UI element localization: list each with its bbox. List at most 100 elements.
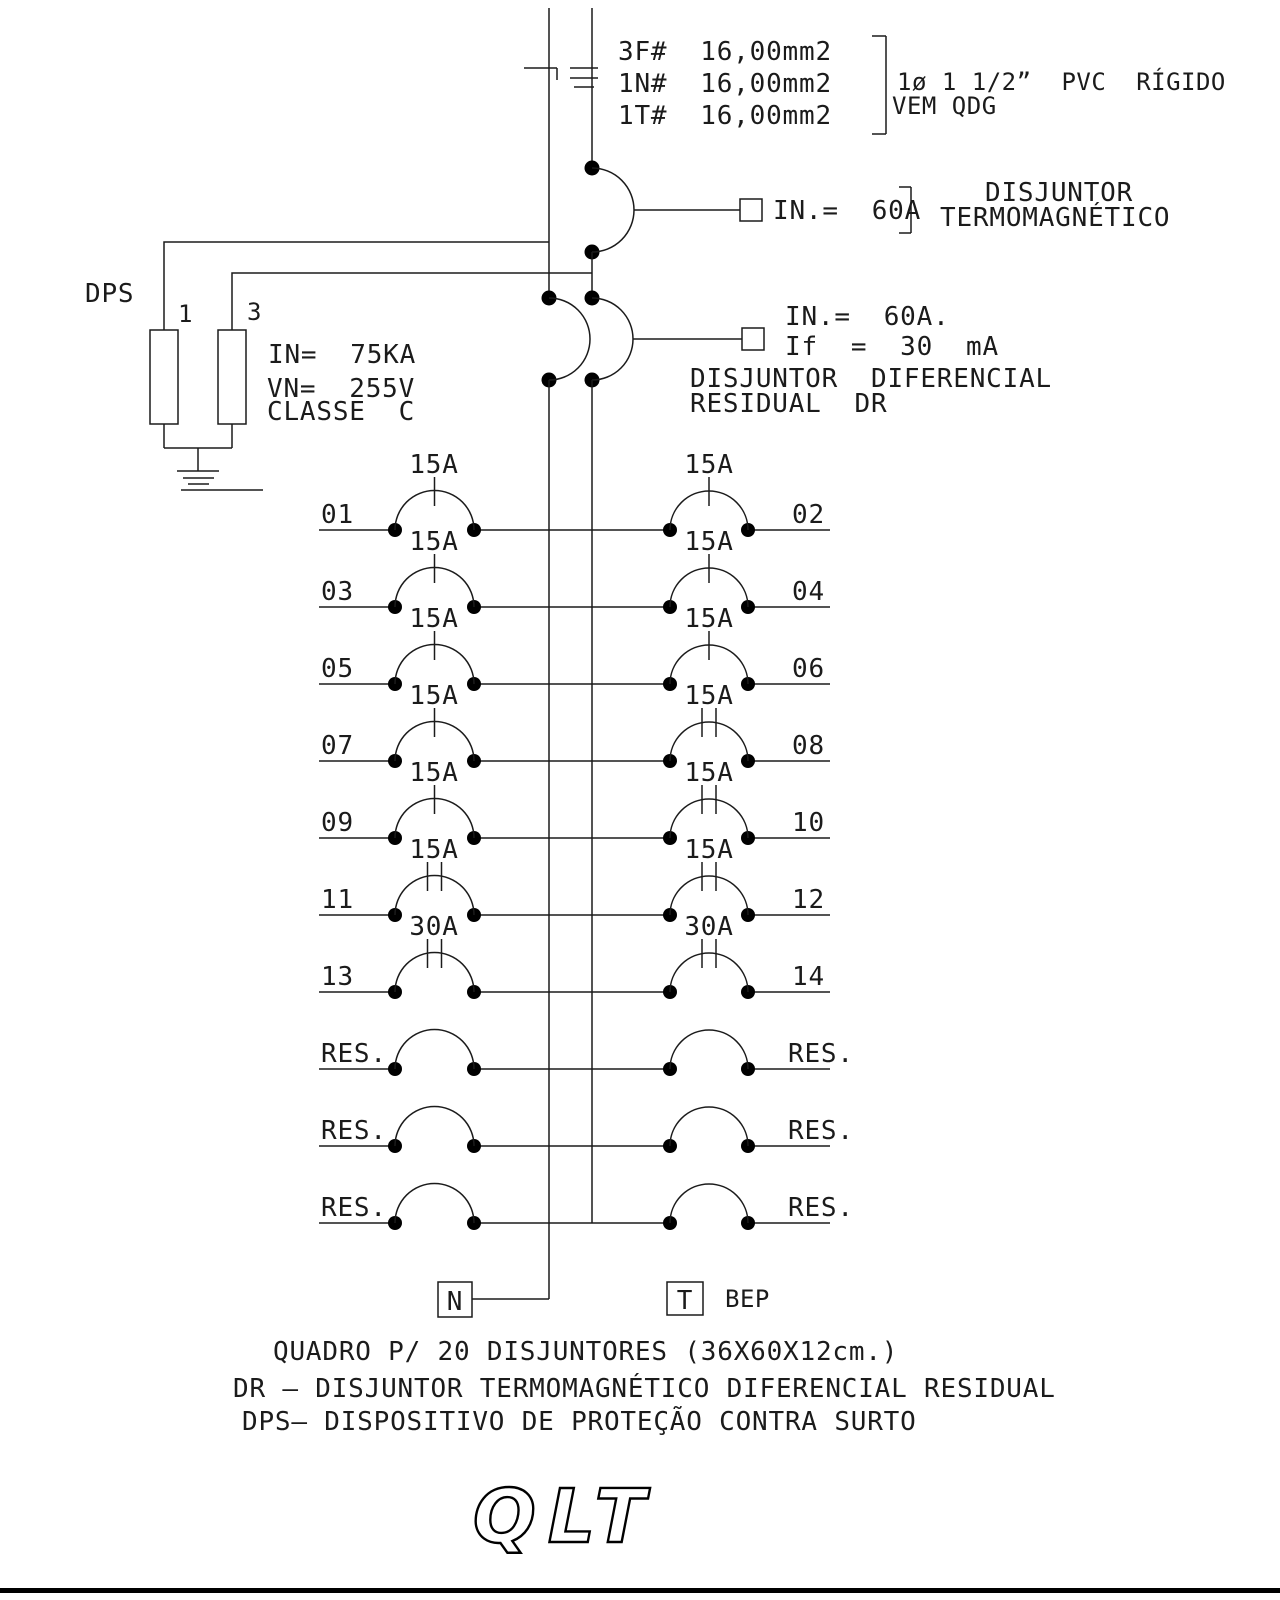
dps-wire-1 <box>163 241 549 330</box>
circuit-label: 11 <box>321 885 354 915</box>
breaker-amp: 15A <box>684 681 733 711</box>
note-dps-legend: DPS– DISPOSITIVO DE PROTEÇÃO CONTRA SURT… <box>242 1405 917 1437</box>
circuit-row: 05 15A 15A 06 <box>319 604 830 691</box>
circuit-row: 03 15A 15A 04 <box>319 527 830 614</box>
earth-ref-label: BEP <box>725 1285 770 1313</box>
breaker-amp: 15A <box>409 758 458 788</box>
pole-ticks <box>433 708 717 737</box>
feeder-lines <box>548 8 593 298</box>
neutral-letter: N <box>447 1287 463 1317</box>
breaker-amp: 15A <box>684 527 733 557</box>
circuit-label: 12 <box>792 885 825 915</box>
circuit-label: 03 <box>321 577 354 607</box>
circuit-label: 07 <box>321 731 354 761</box>
breaker-amp: 15A <box>409 681 458 711</box>
dps-spec-class: CLASSE C <box>267 397 415 427</box>
breaker-arc <box>548 297 591 381</box>
circuit-row-reserve: RES. RES. <box>319 1028 854 1076</box>
circuit-label: 05 <box>321 654 354 684</box>
circuit-label: RES. <box>788 1039 854 1069</box>
feeder: 3F# 16,00mm2 1N# 16,00mm2 1T# 16,00mm2 1… <box>524 8 1226 298</box>
breaker-arc <box>591 167 635 253</box>
circuit-row: 09 15A 15A 10 <box>319 758 830 845</box>
note-dr-legend: DR – DISJUNTOR TERMOMAGNÉTICO DIFERENCIA… <box>233 1372 1056 1404</box>
earth-box <box>666 1281 704 1316</box>
dps-label: DPS <box>85 279 134 309</box>
rating-bracket <box>899 186 912 234</box>
dps-wire-3 <box>231 272 592 330</box>
dr-rating: IN.= 60A. <box>785 302 950 332</box>
breaker-amp: 15A <box>684 758 733 788</box>
circuit-row: 13 30A 30A 14 <box>319 912 830 999</box>
feeder-conductor-3: 1T# 16,00mm2 <box>618 101 832 131</box>
feeder-bracket <box>872 35 887 135</box>
dr-type-1: DISJUNTOR DIFERENCIAL <box>690 364 1052 394</box>
feeder-conductor-2: 1N# 16,00mm2 <box>618 69 832 99</box>
dr-type-2: RESIDUAL DR <box>690 389 887 419</box>
dps-varistor-1 <box>149 329 179 425</box>
earth-letter: T <box>677 1286 693 1316</box>
frame-bottom-border <box>0 1588 1280 1593</box>
pole-ticks <box>426 862 717 891</box>
dr-breaker: IN.= 60A. If = 30 mA DISJUNTOR DIFERENCI… <box>541 290 1052 419</box>
dr-trip-current: If = 30 mA <box>785 332 999 362</box>
dps-pole-1-label: 1 <box>178 300 193 328</box>
dps-varistor-3 <box>217 329 247 425</box>
circuit-label: 01 <box>321 500 354 530</box>
circuit-label: 10 <box>792 808 825 838</box>
circuit-label: 14 <box>792 962 825 992</box>
breaker-amp: 15A <box>409 527 458 557</box>
breaker-amp: 15A <box>684 450 733 480</box>
neutral-box <box>437 1281 473 1318</box>
annotation-square <box>739 198 763 222</box>
cable-entry-icon <box>570 67 598 88</box>
main-breaker: IN.= 60A DISJUNTOR TERMOMAGNÉTICO <box>584 160 1170 298</box>
main-breaker-type-2: TERMOMAGNÉTICO <box>940 201 1170 233</box>
pole-ticks <box>433 785 717 814</box>
annotation-square <box>741 327 765 351</box>
circuit-label: RES. <box>788 1193 854 1223</box>
breaker-amp: 30A <box>684 912 733 942</box>
circuit-row: 11 15A 15A 12 <box>319 835 830 922</box>
neutral-terminal: N <box>437 1281 549 1318</box>
circuit-label: 02 <box>792 500 825 530</box>
breaker-amp: 30A <box>409 912 458 942</box>
circuit-row: 01 15A 15A 02 <box>319 450 830 537</box>
circuit-label: 06 <box>792 654 825 684</box>
circuit-label: 08 <box>792 731 825 761</box>
pole-ticks <box>433 631 710 660</box>
circuit-row-reserve: RES. RES. <box>319 1182 854 1230</box>
breaker-amp: 15A <box>409 604 458 634</box>
breaker-amp: 15A <box>684 835 733 865</box>
panel-logo: QLT <box>473 1474 657 1560</box>
circuit-label: RES. <box>321 1116 387 1146</box>
feeder-conductor-1: 3F# 16,00mm2 <box>618 37 832 67</box>
buses <box>548 380 593 1299</box>
dps-surge-protector: DPS 1 3 IN= 75KA VN= 255V CLASSE C <box>85 241 592 491</box>
feeder-conduit: 1ø 1 1/2” PVC RÍGIDO <box>897 67 1226 96</box>
breaker-amp: 15A <box>409 835 458 865</box>
dps-earth-leads <box>163 424 233 471</box>
pole-ticks <box>426 939 717 968</box>
dps-pole-3-label: 3 <box>247 298 262 326</box>
main-breaker-rating: IN.= 60A <box>773 196 921 226</box>
circuit-label: 09 <box>321 808 354 838</box>
circuit-label: RES. <box>321 1193 387 1223</box>
note-panel-size: QUADRO P/ 20 DISJUNTORES (36X60X12cm.) <box>273 1337 898 1367</box>
notes: QUADRO P/ 20 DISJUNTORES (36X60X12cm.) D… <box>233 1337 1056 1437</box>
circuit-label: RES. <box>788 1116 854 1146</box>
circuit-label: 13 <box>321 962 354 992</box>
circuit-row-reserve: RES. RES. <box>319 1105 854 1153</box>
dps-spec-voltage: VN= 255V <box>267 374 415 404</box>
pole-ticks <box>433 477 710 506</box>
ground-icon <box>177 470 263 491</box>
circuit-label: 04 <box>792 577 825 607</box>
breaker-amp: 15A <box>684 604 733 634</box>
circuit-label: RES. <box>321 1039 387 1069</box>
main-breaker-type-1: DISJUNTOR <box>985 178 1133 208</box>
pole-ticks <box>433 554 710 583</box>
breaker-amp: 15A <box>409 450 458 480</box>
dps-spec-current: IN= 75KA <box>268 340 416 370</box>
